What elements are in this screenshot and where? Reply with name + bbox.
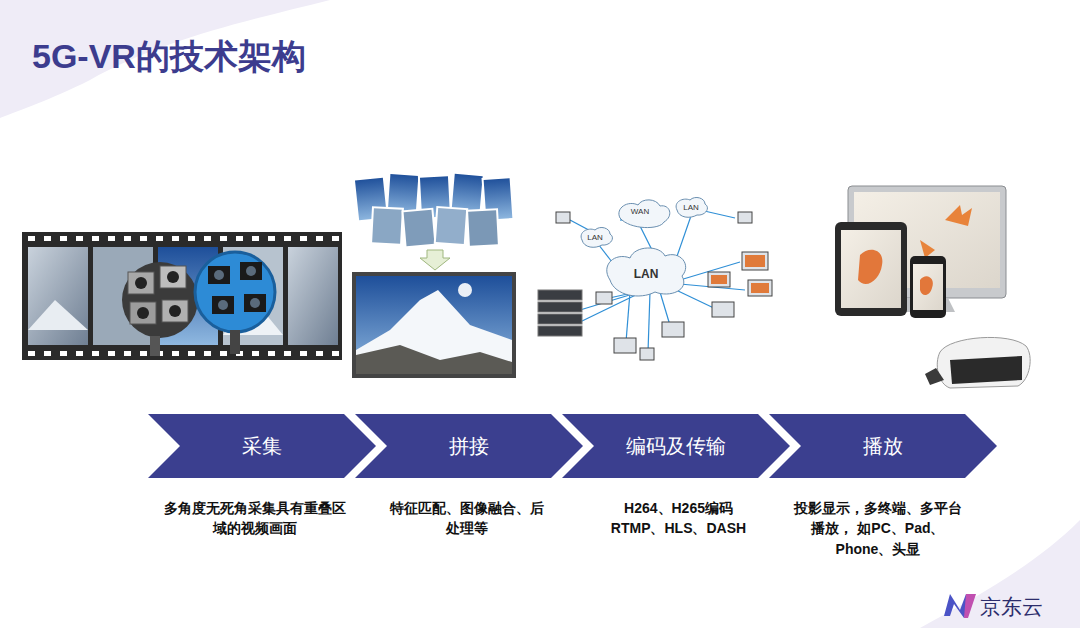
process-chevron: 播放 [769, 414, 997, 478]
process-chevron: 采集 [148, 414, 376, 478]
chevron-fill [355, 414, 583, 478]
process-chevron: 编码及传输 [562, 414, 790, 478]
film-strip [22, 232, 342, 360]
chevron-fill [148, 414, 376, 478]
photo-tiles [352, 173, 516, 378]
network-diagram [538, 197, 772, 360]
network-label: LAN [628, 267, 664, 281]
slide-title: 5G-VR的技术架构 [32, 34, 306, 80]
stage-name: 播放 [863, 433, 903, 460]
stage-name: 采集 [242, 433, 282, 460]
network-label: WAN [628, 207, 652, 216]
network-label: LAN [584, 233, 606, 242]
playback-devices [835, 186, 1030, 388]
stage-description: 特征匹配、图像融合、后处理等 [387, 498, 547, 539]
stage-description: 多角度无死角采集具有重叠区域的视频画面 [159, 498, 351, 539]
brand-logo: 京东云 [980, 593, 1043, 621]
process-chevron: 拼接 [355, 414, 583, 478]
stage-description: 投影显示，多终端、多平台播放， 如PC、Pad、Phone、头显 [790, 498, 966, 559]
logo-mark [944, 594, 976, 618]
network-label: LAN [680, 203, 702, 212]
stage-name: 编码及传输 [626, 433, 726, 460]
stage-description: H264、H265编码 RTMP、HLS、DASH [606, 498, 751, 539]
stage-name: 拼接 [449, 433, 489, 460]
chevron-fill [562, 414, 790, 478]
chevron-fill [769, 414, 997, 478]
camera-rig [122, 252, 275, 356]
